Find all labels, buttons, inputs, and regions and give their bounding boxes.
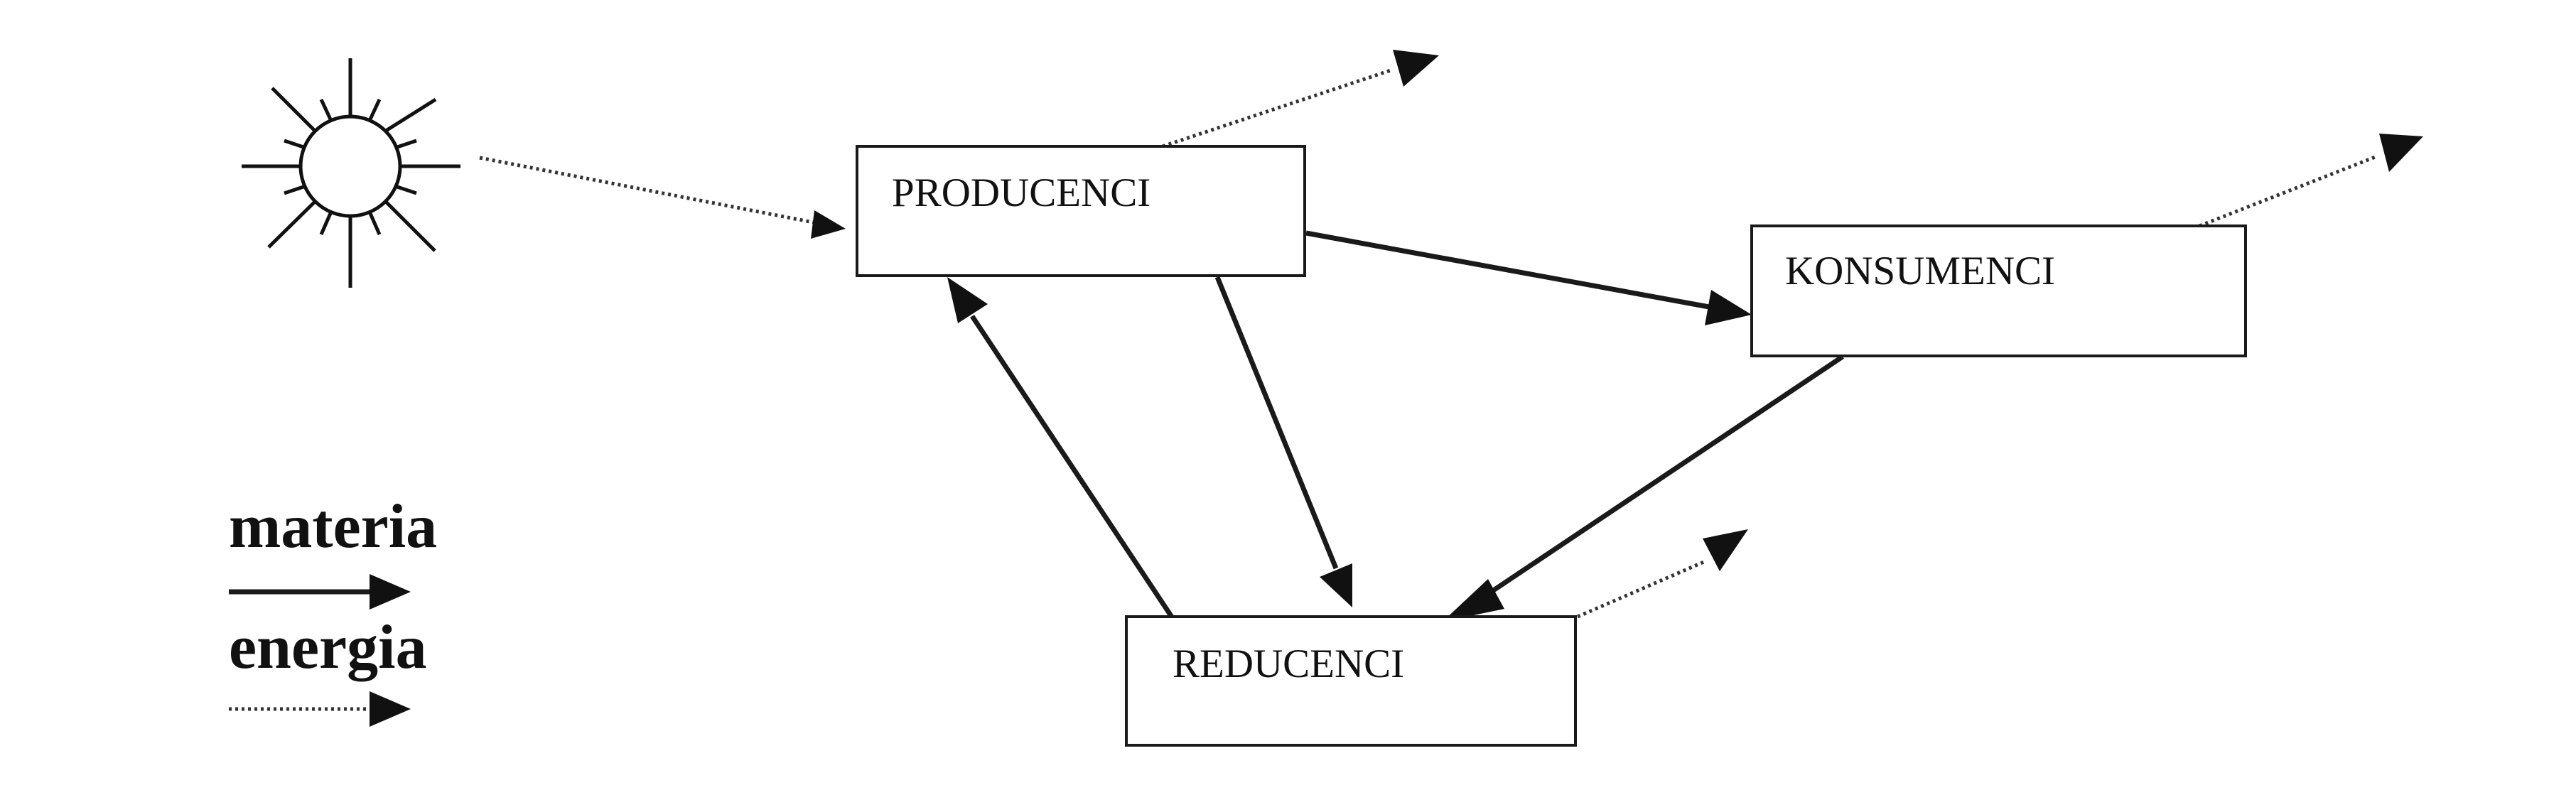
node-reducers: REDUCENCI bbox=[1125, 615, 1577, 747]
energy-arrow-head bbox=[811, 210, 846, 239]
node-label-consumers: KONSUMENCI bbox=[1785, 249, 2055, 293]
matter-flows bbox=[947, 230, 1844, 622]
energy-arrow-head bbox=[1393, 50, 1439, 87]
matter-arrow-consumers-to-reducers bbox=[1491, 355, 1844, 593]
energy-arrow-producers-out bbox=[1162, 67, 1394, 148]
legend-matter-label: materia bbox=[229, 492, 437, 561]
energy-arrow-reducers-out bbox=[1577, 559, 1706, 619]
matter-arrow-reducers-to-producers bbox=[970, 315, 1175, 619]
energy-arrow-head bbox=[1703, 529, 1748, 571]
sun-icon bbox=[242, 58, 460, 288]
matter-arrow-head bbox=[1443, 579, 1504, 622]
energy-arrow-consumers-out bbox=[2199, 154, 2378, 228]
matter-arrow-head bbox=[947, 277, 988, 323]
matter-arrow-producers-to-reducers bbox=[1214, 276, 1339, 570]
matter-arrow-head bbox=[1320, 563, 1352, 607]
matter-arrow-head bbox=[1705, 290, 1752, 325]
legend: materia energia bbox=[229, 492, 437, 727]
node-label-producers: PRODUCENCI bbox=[892, 171, 1150, 215]
energy-flows bbox=[479, 50, 2423, 619]
node-label-reducers: REDUCENCI bbox=[1173, 642, 1404, 686]
energy-arrow-head bbox=[2379, 134, 2423, 172]
legend-energy-label: energia bbox=[229, 613, 427, 682]
legend-energy-arrow-head bbox=[370, 691, 411, 727]
node-consumers: KONSUMENCI bbox=[1750, 224, 2247, 357]
matter-arrow-producers-to-consumers bbox=[1305, 230, 1710, 310]
sun-rays bbox=[242, 58, 460, 288]
node-producers: PRODUCENCI bbox=[856, 145, 1306, 277]
legend-matter-arrow-head bbox=[370, 574, 411, 610]
energy-arrow-sun-to-producers bbox=[479, 156, 825, 227]
